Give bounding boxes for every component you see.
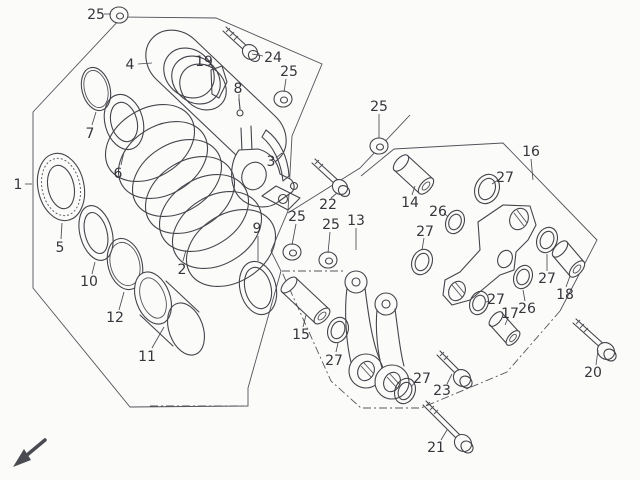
seal-27-e xyxy=(326,316,350,344)
part-label-5: 5 xyxy=(56,240,65,256)
link-plate-rear xyxy=(374,292,410,400)
bracket-19 xyxy=(210,65,228,99)
leader-lines xyxy=(25,13,599,441)
part-label-7: 7 xyxy=(86,126,95,142)
part-label-1: 1 xyxy=(14,177,23,193)
bearing-26-a xyxy=(444,209,466,235)
flange-nut-25-right xyxy=(318,251,338,269)
part-label-27: 27 xyxy=(325,353,343,369)
group-boundary-shock xyxy=(32,16,411,408)
part-label-25: 25 xyxy=(280,64,298,80)
part-label-22: 22 xyxy=(319,197,337,213)
collar-14 xyxy=(392,154,435,195)
part-label-19: 19 xyxy=(195,54,213,70)
part-label-27: 27 xyxy=(538,271,556,287)
part-label-3: 3 xyxy=(267,154,276,170)
part-label-15: 15 xyxy=(292,327,310,343)
part-label-25: 25 xyxy=(322,217,340,233)
part-label-27: 27 xyxy=(487,292,505,308)
seal-27-a xyxy=(473,173,501,205)
seal-27-d xyxy=(468,290,490,316)
direction-arrow-icon xyxy=(13,438,47,467)
seal-27-b xyxy=(410,248,434,276)
part-label-25: 25 xyxy=(288,209,306,225)
part-label-25: 25 xyxy=(87,7,105,23)
part-label-4: 4 xyxy=(126,57,135,73)
part-label-8: 8 xyxy=(234,81,243,97)
flange-nut-25-mid xyxy=(369,137,389,155)
collar-18 xyxy=(551,240,586,278)
part-label-23: 23 xyxy=(433,383,451,399)
part-label-26: 26 xyxy=(518,301,536,317)
bolt-20 xyxy=(572,318,617,362)
bolt-24 xyxy=(222,26,261,63)
spring-seat-6 xyxy=(103,93,145,151)
part-label-13: 13 xyxy=(347,213,365,229)
adjuster-ring-5 xyxy=(36,152,86,222)
part-label-17: 17 xyxy=(501,306,519,322)
flange-nut-25-upper xyxy=(273,90,293,108)
part-label-16: 16 xyxy=(522,144,540,160)
part-label-24: 24 xyxy=(264,50,282,66)
part-label-11: 11 xyxy=(138,349,156,365)
dust-cover-11 xyxy=(133,271,206,356)
seal-27-c xyxy=(535,226,559,254)
shock-arm-knuckle-16 xyxy=(442,204,537,306)
part-label-14: 14 xyxy=(401,195,419,211)
seal-27-f xyxy=(393,377,417,405)
flange-nut-25-left xyxy=(282,243,302,261)
part-label-27: 27 xyxy=(413,371,431,387)
spring-guard-plate xyxy=(261,129,290,182)
collar-17 xyxy=(488,311,521,346)
part-label-27: 27 xyxy=(416,224,434,240)
bolt-22 xyxy=(311,158,351,198)
part-label-26: 26 xyxy=(429,204,447,220)
bolt-21 xyxy=(422,400,474,454)
coil-spring xyxy=(104,104,277,287)
part-label-18: 18 xyxy=(556,287,574,303)
ring-12 xyxy=(106,237,144,291)
bearing-26-b xyxy=(512,264,534,290)
part-label-9: 9 xyxy=(253,221,262,237)
part-label-21: 21 xyxy=(427,440,445,456)
seal-ring-9 xyxy=(238,260,278,316)
flange-nut-25-top xyxy=(109,6,129,24)
part-label-20: 20 xyxy=(584,365,602,381)
part-label-6: 6 xyxy=(114,166,123,182)
callout-labels: 25 4 19 24 25 8 7 6 1 5 2 3 22 25 25 13 … xyxy=(14,7,602,456)
link-plate-front xyxy=(344,270,384,389)
o-ring-7 xyxy=(80,66,112,112)
part-label-27: 27 xyxy=(496,170,514,186)
collar-15 xyxy=(280,276,331,325)
part-label-25: 25 xyxy=(370,99,388,115)
bolt-23 xyxy=(436,350,473,389)
part-label-10: 10 xyxy=(80,274,98,290)
pin-8 xyxy=(236,98,244,117)
part-label-2: 2 xyxy=(178,262,187,278)
stopper-ring-10 xyxy=(78,205,114,261)
part-label-12: 12 xyxy=(106,310,124,326)
